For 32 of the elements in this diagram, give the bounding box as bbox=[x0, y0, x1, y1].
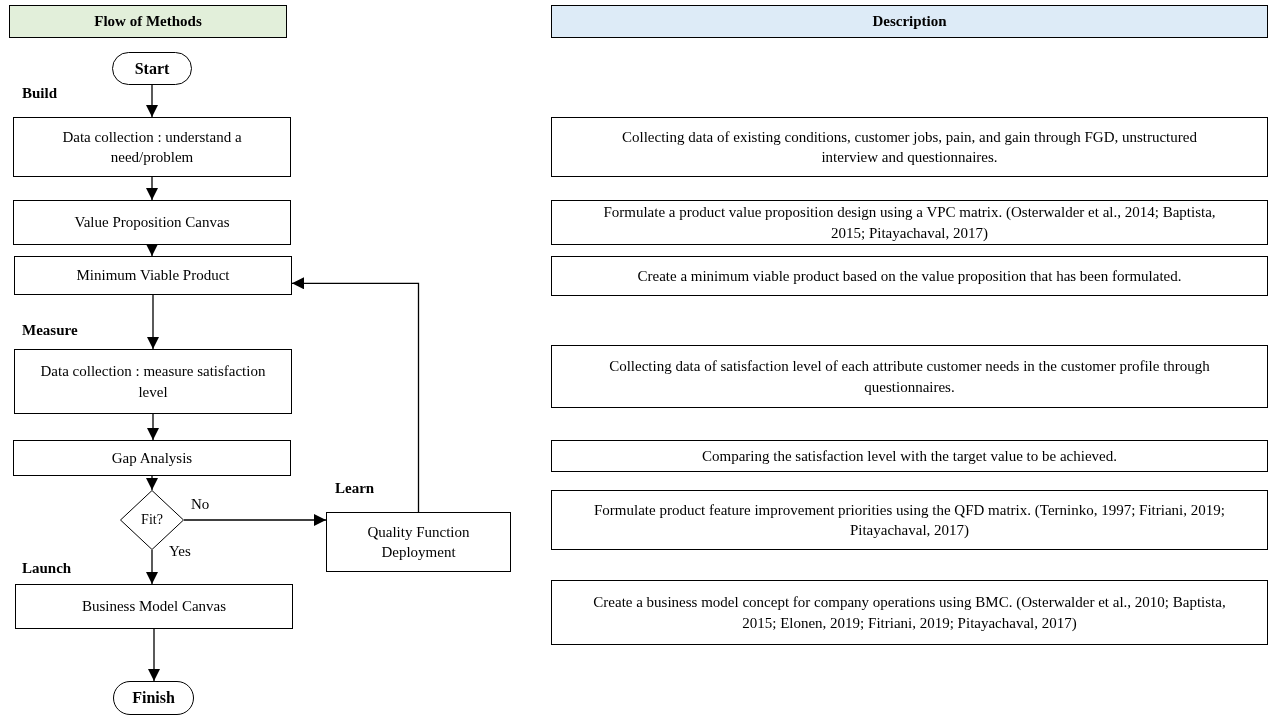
arrow bbox=[183, 514, 327, 526]
terminal-node: Finish bbox=[113, 681, 194, 715]
arrow bbox=[148, 628, 160, 682]
description-box: Create a business model concept for company operations using BMC. (Osterwalder et al., 2010; Baptista, 2015; Elonen, 2019; Fitriani, 2019; Pitayachaval, 2017) bbox=[551, 580, 1268, 645]
process-box: Data collection : understand a need/problem bbox=[13, 117, 291, 177]
description-box: Comparing the satisfaction level with the target value to be achieved. bbox=[551, 440, 1268, 472]
column-header: Flow of Methods bbox=[9, 5, 287, 38]
process-box: Data collection : measure satisfaction level bbox=[14, 349, 292, 414]
phase-label: Build bbox=[22, 85, 58, 102]
description-box: Formulate a product value proposition design using a VPC matrix. (Osterwalder et al., 2014; Baptista, 2015; Pitayachaval, 2017) bbox=[551, 200, 1268, 245]
phase-label: Learn bbox=[335, 480, 375, 497]
arrow bbox=[146, 176, 158, 201]
arrow bbox=[146, 84, 158, 118]
process-box: Minimum Viable Product bbox=[14, 256, 292, 295]
process-box: Business Model Canvas bbox=[15, 584, 293, 629]
arrow bbox=[146, 475, 158, 491]
arrow bbox=[146, 244, 158, 257]
process-box: Value Proposition Canvas bbox=[13, 200, 291, 245]
arrow bbox=[291, 277, 420, 513]
arrow bbox=[147, 294, 159, 350]
arrow bbox=[147, 413, 159, 441]
description-box: Collecting data of existing conditions, customer jobs, pain, and gain through FGD, unstructured interview and questionnaires. bbox=[551, 117, 1268, 177]
process-box: Quality Function Deployment bbox=[326, 512, 511, 572]
terminal-node: Start bbox=[112, 52, 192, 85]
phase-label: Launch bbox=[22, 560, 72, 577]
arrow bbox=[146, 549, 158, 585]
process-box: Gap Analysis bbox=[13, 440, 291, 476]
phase-label: Measure bbox=[22, 322, 78, 339]
description-box: Collecting data of satisfaction level of each attribute customer needs in the customer profile through questionnaires. bbox=[551, 345, 1268, 408]
description-box: Create a minimum viable product based on the value proposition that has been formulated. bbox=[551, 256, 1268, 296]
column-header: Description bbox=[551, 5, 1268, 38]
description-box: Formulate product feature improvement priorities using the QFD matrix. (Terninko, 1997; Fitriani, 2019; Pitayachaval, 2017) bbox=[551, 490, 1268, 550]
